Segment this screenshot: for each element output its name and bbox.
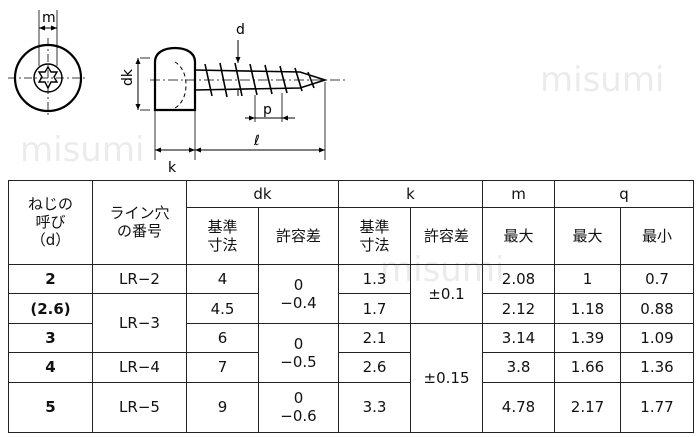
header-m: m — [482, 179, 555, 209]
label-l: ℓ — [253, 133, 260, 149]
header-dk-tolerance: 許容差 — [258, 207, 339, 265]
cell-k: 1.3 — [338, 263, 411, 295]
label-m: m — [42, 10, 56, 26]
cell-recess: LR−2 — [92, 263, 187, 295]
cell-k: 1.7 — [338, 293, 411, 324]
cell-recess: LR−5 — [92, 381, 187, 434]
cell-dk-tolerance: 0 −0.5 — [258, 322, 339, 383]
header-q: q — [554, 179, 694, 209]
header-k-tolerance: 許容差 — [410, 207, 483, 265]
cell-k: 2.6 — [338, 352, 411, 383]
header-k: k — [338, 179, 483, 209]
cell-dk: 7 — [186, 352, 259, 383]
label-p: p — [263, 102, 272, 118]
cell-d: 5 — [8, 381, 93, 434]
cell-m: 2.12 — [482, 293, 555, 324]
header-recess-number: ライン穴 の番号 — [92, 180, 187, 265]
cell-q-min: 1.36 — [620, 352, 694, 383]
cell-k: 2.1 — [338, 322, 411, 354]
cell-dk-tolerance: 0 −0.6 — [258, 381, 339, 434]
cell-q-min: 1.77 — [620, 381, 694, 434]
cell-q-max: 1.18 — [554, 293, 621, 324]
header-q-min: 最小 — [620, 207, 694, 265]
cell-q-max: 1 — [554, 263, 621, 295]
table-row: 5 LR−5 9 0 −0.6 3.3 4.78 2.17 1.77 — [8, 381, 694, 434]
header-dk-basic: 基準 寸法 — [186, 207, 259, 265]
cell-m: 3.8 — [482, 352, 555, 383]
cell-d: 3 — [8, 322, 93, 354]
cell-k-tolerance: ±0.1 — [410, 263, 483, 324]
header-k-basic: 基準 寸法 — [338, 207, 411, 265]
cell-d: 2 — [8, 263, 93, 295]
cell-recess: LR−4 — [92, 352, 187, 383]
cell-m: 2.08 — [482, 263, 555, 295]
header-m-max: 最大 — [482, 207, 555, 265]
label-d: d — [236, 22, 245, 38]
header-q-max: 最大 — [554, 207, 621, 265]
table-row: 4 LR−4 7 2.6 3.8 1.66 1.36 — [8, 352, 694, 383]
label-k: k — [168, 160, 177, 176]
table-row: 3 6 0 −0.5 2.1 ±0.15 3.14 1.39 1.09 — [8, 322, 694, 434]
table-row: (2.6) LR−3 4.5 1.7 2.12 1.18 0.88 — [8, 293, 694, 354]
cell-q-min: 1.09 — [620, 322, 694, 354]
cell-q-max: 1.39 — [554, 322, 621, 354]
cell-recess: LR−3 — [92, 293, 187, 354]
cell-m: 3.14 — [482, 322, 555, 354]
screw-dimension-drawing: m d dk p ℓ k — [8, 10, 345, 176]
cell-q-min: 0.7 — [620, 263, 694, 295]
pan-head-profile — [153, 46, 197, 112]
cell-dk-tolerance: 0 −0.4 — [258, 263, 339, 324]
table-row: 2 LR−2 4 0 −0.4 1.3 ±0.1 2.08 1 0.7 — [8, 263, 694, 324]
header-dk: dk — [186, 179, 339, 209]
cell-d: 4 — [8, 352, 93, 383]
cell-d: (2.6) — [8, 293, 93, 324]
label-dk: dk — [120, 68, 136, 86]
header-nominal-size: ねじの 呼び （d） — [8, 180, 93, 265]
cell-q-max: 1.66 — [554, 352, 621, 383]
cell-m: 4.78 — [482, 381, 555, 434]
cell-k-tolerance: ±0.15 — [410, 322, 483, 434]
cell-dk: 9 — [186, 381, 259, 434]
cell-q-min: 0.88 — [620, 293, 694, 324]
screw-spec-table: ねじの 呼び （d） ライン穴 の番号 dk k m q 基準 寸法 許容差 基… — [8, 179, 694, 434]
cell-q-max: 2.17 — [554, 381, 621, 434]
cell-dk: 6 — [186, 322, 259, 354]
cell-k: 3.3 — [338, 381, 411, 434]
cell-dk: 4 — [186, 263, 259, 295]
cell-dk: 4.5 — [186, 293, 259, 324]
